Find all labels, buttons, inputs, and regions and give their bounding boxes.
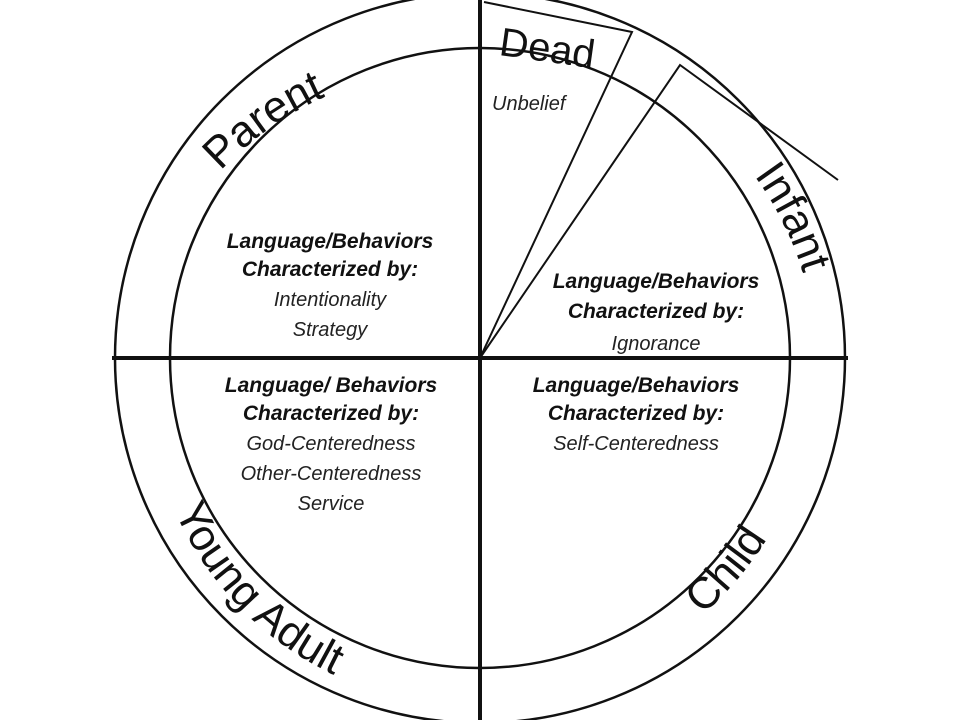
infant-heading-2: Characterized by:	[568, 300, 744, 323]
dead-label: Dead	[497, 20, 598, 77]
parent-label: Parent	[193, 61, 330, 178]
child-label: Child	[676, 517, 776, 622]
infant-wedge	[479, 63, 839, 359]
young-adult-item: Service	[298, 493, 365, 515]
child-heading-1: Language/Behaviors	[533, 374, 740, 397]
dead-item: Unbelief	[492, 93, 568, 115]
infant-item: Ignorance	[612, 333, 701, 355]
infant-heading-1: Language/Behaviors	[553, 270, 760, 293]
young-adult-item: God-Centeredness	[247, 433, 416, 455]
parent-heading-2: Characterized by:	[242, 258, 418, 281]
dead-wedge	[479, 1, 634, 359]
child-item: Self-Centeredness	[553, 433, 719, 455]
young-adult-item: Other-Centeredness	[241, 463, 422, 485]
child-heading-2: Characterized by:	[548, 402, 724, 425]
parent-heading-1: Language/Behaviors	[227, 230, 434, 253]
parent-item: Strategy	[293, 319, 368, 341]
young-adult-heading-1: Language/ Behaviors	[225, 374, 437, 397]
young-adult-heading-2: Characterized by:	[243, 402, 419, 425]
young-adult-label: Young Adult	[165, 494, 351, 684]
parent-item: Intentionality	[274, 289, 387, 311]
